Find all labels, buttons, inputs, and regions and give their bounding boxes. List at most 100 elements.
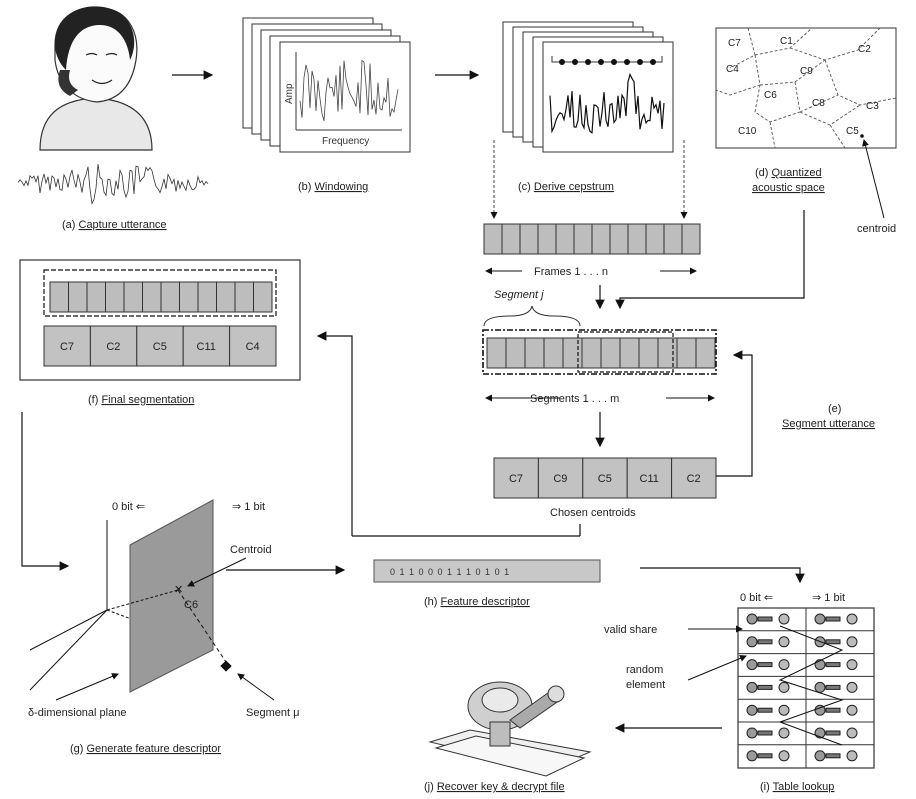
final-centroid-label: C2 (106, 341, 120, 353)
chosen-centroid-label: C7 (509, 473, 523, 485)
label-f: (f) Final segmentation (88, 394, 194, 406)
label-d-line2: acoustic space (752, 182, 825, 194)
key-share-icon (778, 659, 790, 671)
random-label-1: random (626, 664, 663, 676)
random-label-2: element (626, 679, 665, 691)
cepstrum-dot (650, 59, 656, 65)
cepstrum-frames (502, 21, 674, 153)
arrow-h-i (640, 567, 805, 584)
final-frame-cell (179, 281, 199, 313)
key-share-icon (778, 704, 790, 716)
final-frame-cell (105, 281, 125, 313)
frame-cell (537, 223, 557, 255)
centroid-name: C6 (184, 599, 198, 611)
amplitude-axis-label: Amp (284, 83, 295, 104)
centroid-pointer-arrow (862, 139, 885, 219)
region-c6: C6 (764, 90, 777, 101)
segment-mu-label: Segment μ (246, 707, 299, 719)
cepstrum-dot (611, 59, 617, 65)
person-speaking-icon (39, 6, 153, 151)
final-frame-cell (160, 281, 180, 313)
centroid-label: Centroid (230, 544, 272, 556)
label-g: (g) Generate feature descriptor (70, 743, 221, 755)
zero-bit-label: 0 bit ⇐ (112, 501, 145, 513)
region-c10: C10 (738, 126, 757, 137)
final-centroid-cell (136, 325, 184, 367)
key-share-icon (778, 727, 790, 739)
key-share-icon (746, 681, 758, 693)
key-share-icon (814, 704, 826, 716)
segment-cell (562, 337, 583, 369)
centroid-pointer (187, 557, 247, 587)
chosen-centroid-label: C9 (553, 473, 567, 485)
key-share-icon (814, 613, 826, 625)
cepstrum-dot (624, 59, 630, 65)
label-j: (j) Recover key & decrypt file (424, 781, 565, 793)
region-c4: C4 (726, 64, 739, 75)
segment-brace (483, 305, 581, 327)
key-recovery-icon (428, 681, 592, 777)
final-frame-cell (216, 281, 236, 313)
key-share-icon (846, 727, 858, 739)
chosen-centroid-cell (493, 457, 539, 499)
random-element-pointer (687, 655, 747, 681)
arrow-feedback (716, 350, 753, 477)
key-share-icon (846, 659, 858, 671)
final-centroid-label: C7 (60, 341, 74, 353)
cepstrum-dot (637, 59, 643, 65)
frame-cell (483, 223, 503, 255)
speech-waveform (17, 164, 209, 205)
arrow-to-final-segmentation (316, 331, 353, 536)
descriptor-bits: 0 1 1 0 0 0 1 1 1 0 1 0 1 (390, 567, 510, 577)
label-d-line1: (d) Quantized (755, 167, 822, 179)
label-c: (c) Derive cepstrum (518, 181, 614, 193)
quantized-acoustic-space: C7 C1 C2 C4 C9 C6 C8 C3 C10 C5 (715, 27, 897, 149)
frame-cell (663, 223, 683, 255)
segment-cell (619, 337, 640, 369)
plane-pointer (55, 673, 119, 701)
cepstrum-dot (572, 59, 578, 65)
frame-cell (609, 223, 629, 255)
final-centroid-label: C5 (153, 341, 167, 353)
key-share-icon (814, 750, 826, 762)
lookup-table (737, 607, 875, 769)
frame-cell (591, 223, 611, 255)
frame-cell (681, 223, 701, 255)
frequency-axis-label: Frequency (322, 136, 369, 147)
final-frame-cell (234, 281, 254, 313)
segment-cell (657, 337, 678, 369)
cepstrum-dot (559, 59, 565, 65)
key-share-icon (846, 613, 858, 625)
segment-cell (676, 337, 697, 369)
region-c3: C3 (866, 101, 879, 112)
frame-cell (501, 223, 521, 255)
frame-cell (627, 223, 647, 255)
key-share-icon (846, 681, 858, 693)
label-e-prefix: (e) (828, 403, 841, 415)
final-frame-cell (86, 281, 106, 313)
region-c5: C5 (846, 126, 859, 137)
arrow-space-segments (615, 210, 805, 310)
segment-cell (695, 337, 716, 369)
cepstrum-dot (585, 59, 591, 65)
frames-label: Frames 1 . . . n (534, 266, 608, 278)
plane-label: δ-dimensional plane (28, 707, 126, 719)
chosen-centroid-label: C5 (598, 473, 612, 485)
key-share-icon (746, 636, 758, 648)
segment-cell (600, 337, 621, 369)
key-share-icon (746, 613, 758, 625)
final-centroid-cell (182, 325, 231, 367)
segment-cell (638, 337, 659, 369)
frame-cell (645, 223, 665, 255)
key-share-icon (778, 681, 790, 693)
feature-plane-3d: ✕ (29, 499, 232, 693)
label-b: (b) Windowing (298, 181, 368, 193)
chosen-centroid-label: C2 (687, 473, 701, 485)
frame-cell (573, 223, 593, 255)
region-c7: C7 (728, 38, 741, 49)
region-c1: C1 (780, 36, 793, 47)
windowing-frames: Frequency Amp (242, 17, 411, 153)
key-share-icon (746, 704, 758, 716)
